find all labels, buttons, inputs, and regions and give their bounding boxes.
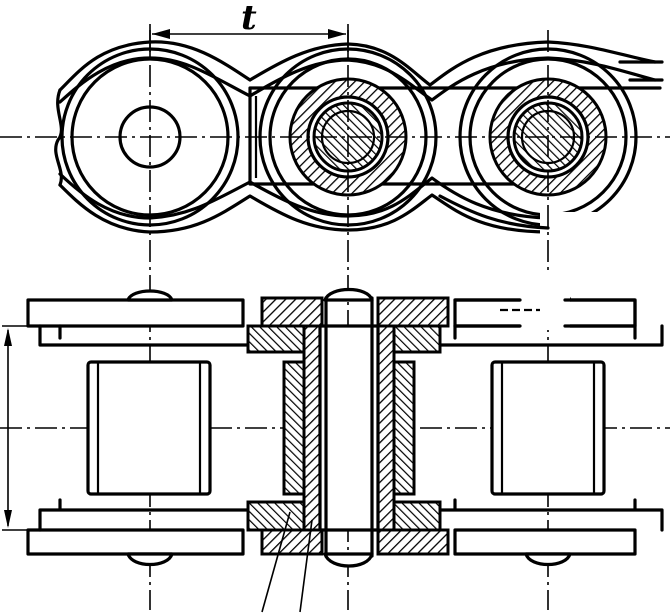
leader-line-2 <box>299 519 313 613</box>
bushing-section-left <box>302 324 322 532</box>
outer-plate-top-left <box>26 298 245 328</box>
plan-view <box>2 270 664 613</box>
bushing-section-right <box>376 324 396 532</box>
pitch-label: t <box>241 0 257 38</box>
outer-plate-section-top <box>260 296 324 328</box>
pin <box>318 324 380 532</box>
left-break-edge <box>54 88 64 187</box>
outer-plate-bottom-left <box>26 528 245 556</box>
side-view <box>54 40 670 252</box>
roller-section-right-plan <box>392 360 416 496</box>
roller-right <box>490 360 606 496</box>
leader-line-1 <box>261 511 291 613</box>
roller-left <box>86 360 212 496</box>
outer-plate-bottom-right <box>453 528 637 556</box>
roller-section-left <box>282 360 306 496</box>
inner-plate-section-top <box>246 324 308 354</box>
